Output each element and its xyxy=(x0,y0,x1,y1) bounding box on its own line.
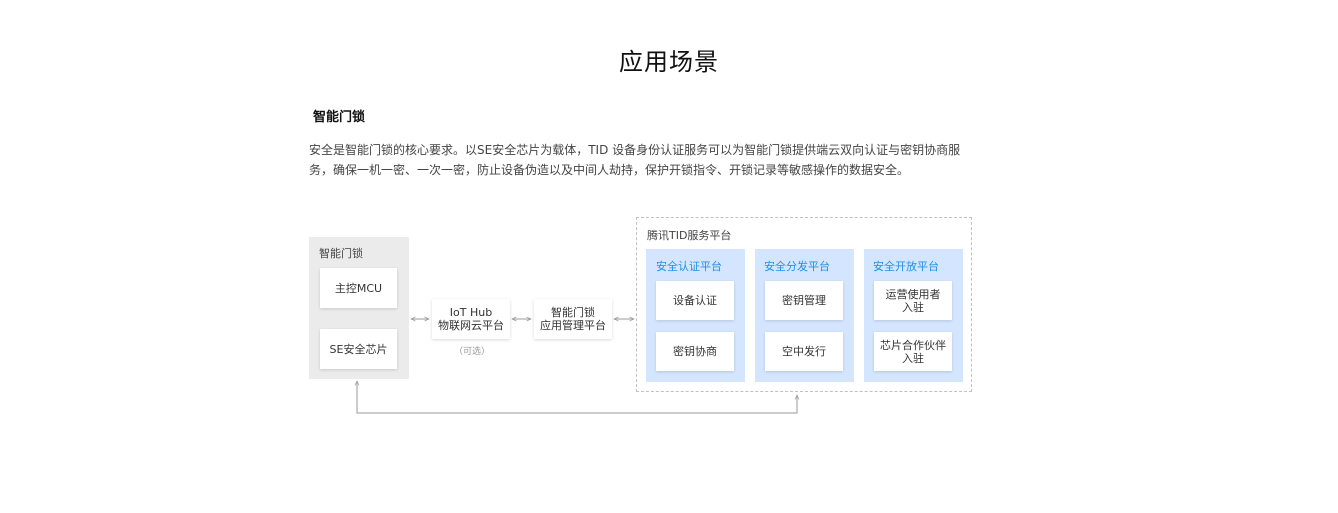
iot-hub-line2: 物联网云平台 xyxy=(438,319,504,332)
iot-hub-box: IoT Hub 物联网云平台 xyxy=(432,299,510,339)
mcu-box: 主控MCU xyxy=(320,268,397,308)
operator-onboarding-line1: 运营使用者 xyxy=(885,287,941,301)
se-chip-box: SE安全芯片 xyxy=(320,329,397,369)
operator-onboarding-box: 运营使用者 入驻 xyxy=(874,281,952,320)
app-platform-line1: 智能门锁 xyxy=(551,306,595,319)
iot-hub-line1: IoT Hub xyxy=(449,306,493,319)
section-description: 安全是智能门锁的核心要求。以SE安全芯片为载体，TID 设备身份认证服务可以为智… xyxy=(309,143,961,177)
iot-hub-optional-note: （可选） xyxy=(454,347,491,357)
lock-platform-bottom-connector xyxy=(357,381,797,414)
open-platform-title: 安全开放平台 xyxy=(873,260,939,273)
door-lock-label: 智能门锁 xyxy=(319,247,363,260)
section-title: 智能门锁 xyxy=(313,110,366,125)
operator-onboarding-line2: 入驻 xyxy=(902,300,924,314)
key-management-box: 密钥管理 xyxy=(765,281,843,320)
device-auth-box: 设备认证 xyxy=(656,281,734,320)
ota-issuance-box: 空中发行 xyxy=(765,332,843,371)
tid-platform-container xyxy=(636,217,972,392)
chip-partner-onboarding-line1: 芯片合作伙伴 xyxy=(880,338,946,352)
distribution-platform-title: 安全分发平台 xyxy=(764,260,830,273)
chip-partner-onboarding-line2: 入驻 xyxy=(902,351,924,365)
auth-platform-title: 安全认证平台 xyxy=(656,260,722,273)
app-platform-box: 智能门锁 应用管理平台 xyxy=(534,299,612,339)
page-title: 应用场景 xyxy=(619,48,719,76)
key-negotiation-box: 密钥协商 xyxy=(656,332,734,371)
app-platform-line2: 应用管理平台 xyxy=(540,319,606,332)
tid-platform-label: 腾讯TID服务平台 xyxy=(647,229,732,242)
chip-partner-onboarding-box: 芯片合作伙伴 入驻 xyxy=(874,332,952,371)
